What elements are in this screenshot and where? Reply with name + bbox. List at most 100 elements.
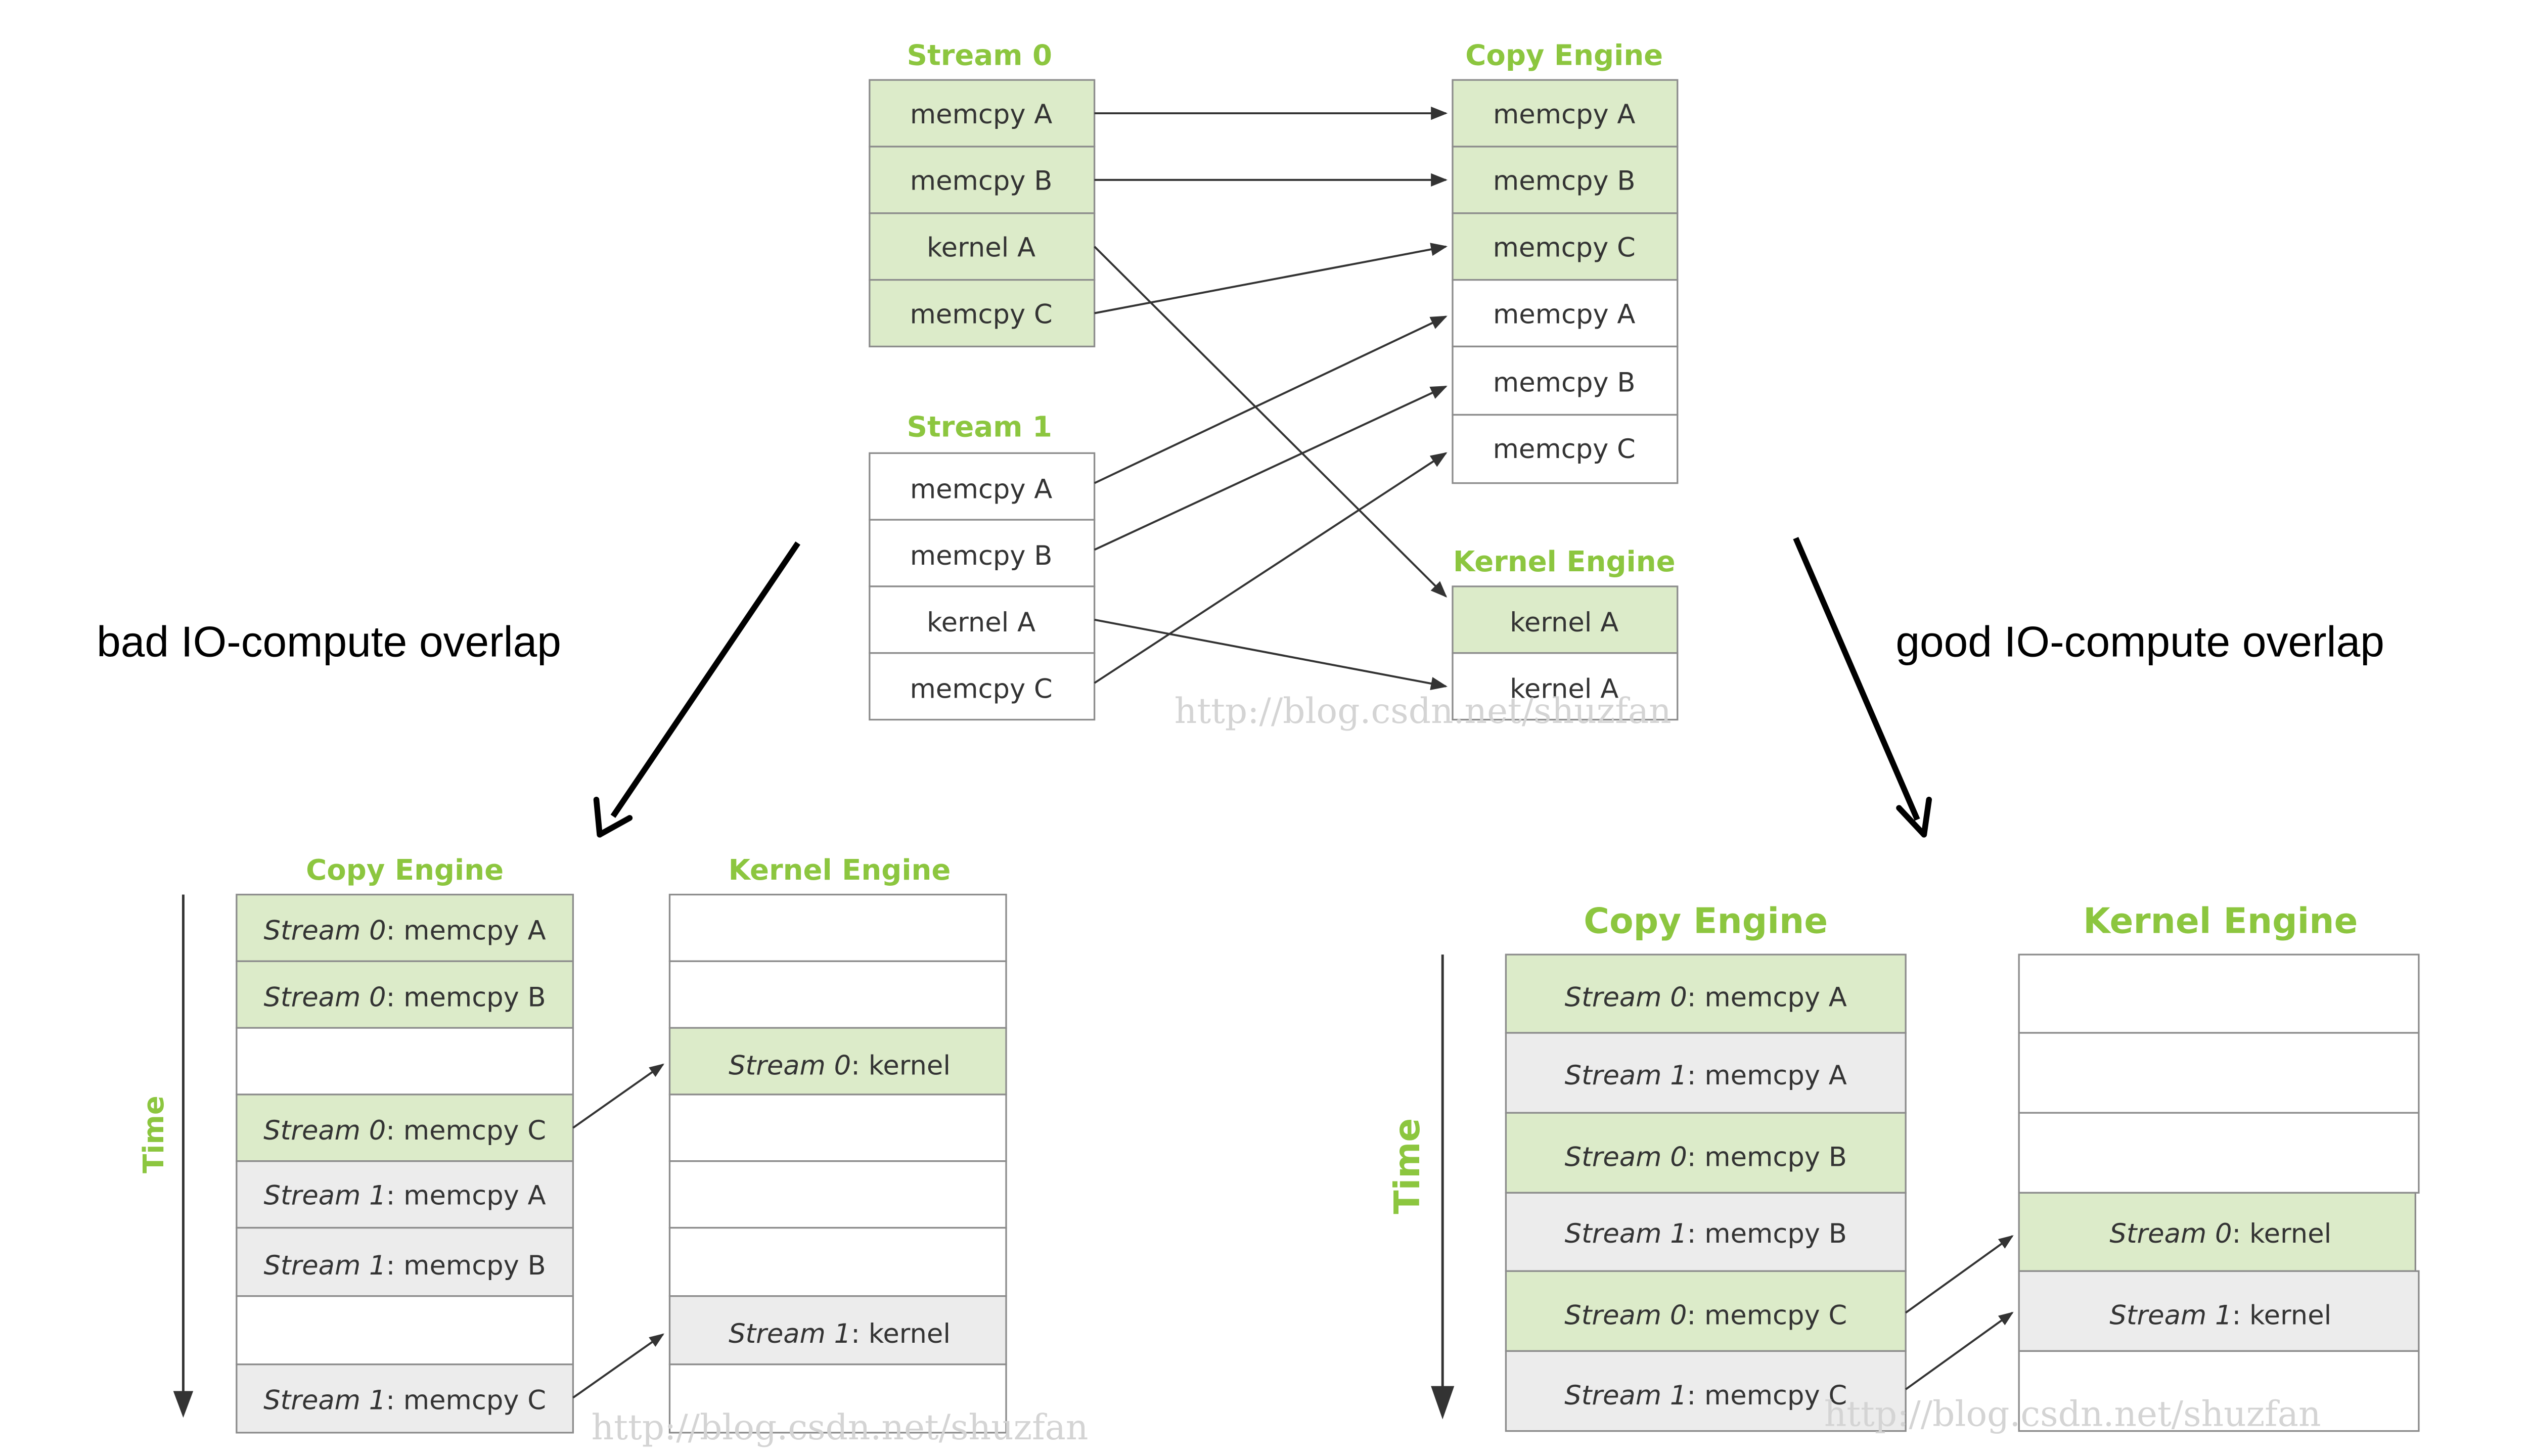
stream1-item-2: memcpy B — [910, 540, 1053, 571]
good-time-label: Time — [1387, 1118, 1428, 1214]
bad-copy-box-8 — [236, 1363, 574, 1434]
good-arrow-s1-kernel — [1905, 1311, 2014, 1390]
top-copy-item-3: memcpy C — [1493, 232, 1636, 263]
good-copy-row-6: Stream 1: memcpy C — [1564, 1380, 1847, 1411]
bad-arrow-s1-kernel — [572, 1333, 664, 1399]
watermark-bad: http://blog.csdn.net/shuzfan — [592, 1407, 1089, 1448]
bad-kernel-box-5 — [668, 1160, 1007, 1229]
top-kernel-engine-column: kernel A kernel A — [1452, 585, 1679, 721]
bad-copy-stream-6: Stream 1 — [263, 1250, 386, 1281]
good-kernel-stream-5: Stream 1 — [2109, 1300, 2232, 1331]
caption-good-overlap: good IO-compute overlap — [1895, 617, 2384, 666]
good-copy-box-6 — [1505, 1350, 1907, 1432]
good-arrows — [1905, 1235, 2014, 1390]
arrow-s1-memcpyC — [1094, 452, 1448, 684]
good-kernel-box-1 — [2018, 953, 2420, 1034]
good-time-axis: Time — [1387, 954, 1455, 1420]
good-copy-row-4: Stream 1: memcpy B — [1565, 1218, 1847, 1249]
bad-copy-op-6: : memcpy B — [386, 1250, 546, 1281]
good-kernel-column: Stream 0: kernel Stream 1: kernel — [2018, 953, 2420, 1432]
stream1-item-1: memcpy A — [910, 474, 1053, 505]
stream0-column: memcpy A memcpy B kernel A memcpy C — [869, 79, 1096, 348]
top-copy-item-4: memcpy A — [1493, 299, 1636, 330]
bad-kernel-stream-7: Stream 1 — [729, 1318, 851, 1349]
big-arrow-right — [1793, 537, 1932, 838]
stream1-item-4: memcpy C — [910, 674, 1052, 705]
bad-copy-column: Stream 0: memcpy A Stream 0: memcpy B St… — [236, 893, 574, 1434]
stream0-title: Stream 0 — [907, 39, 1052, 72]
good-kernel-box-3 — [2018, 1112, 2420, 1194]
good-kernel-op-5: : kernel — [2232, 1300, 2332, 1331]
stream1-title: Stream 1 — [907, 411, 1052, 443]
caption-bad-overlap: bad IO-compute overlap — [97, 617, 561, 666]
bad-kernel-engine-title: Kernel Engine — [729, 854, 951, 887]
stream1-box-4 — [869, 652, 1096, 721]
good-copy-op-3: : memcpy B — [1687, 1142, 1847, 1173]
bad-time-arrowhead — [173, 1391, 194, 1418]
good-copy-op-4: : memcpy B — [1687, 1218, 1847, 1249]
good-copy-box-4 — [1505, 1192, 1907, 1272]
bad-copy-op-5: : memcpy A — [386, 1180, 546, 1211]
bad-copy-box-1 — [236, 893, 574, 962]
bad-copy-row-5: Stream 1: memcpy A — [264, 1180, 546, 1211]
bad-kernel-row-7: Stream 1: kernel — [729, 1318, 951, 1349]
bad-copy-box-6 — [236, 1226, 574, 1297]
big-arrow-left — [593, 541, 800, 838]
bad-kernel-box-1 — [668, 893, 1007, 962]
stream1-column: memcpy A memcpy B kernel A memcpy C — [869, 452, 1096, 721]
top-copy-item-1: memcpy A — [1493, 99, 1636, 130]
watermark-good: http://blog.csdn.net/shuzfan — [1824, 1394, 2321, 1435]
big-arrow-right-shaft — [1793, 537, 1920, 821]
good-kernel-row-5: Stream 1: kernel — [2109, 1300, 2331, 1331]
bad-overlap-section: Copy Engine Kernel Engine Time Stream 0:… — [138, 854, 1089, 1448]
bad-copy-op-8: : memcpy C — [386, 1385, 546, 1416]
good-copy-row-3: Stream 0: memcpy B — [1565, 1142, 1847, 1173]
good-copy-row-1: Stream 0: memcpy A — [1565, 982, 1847, 1013]
top-copy-engine-title: Copy Engine — [1465, 39, 1663, 72]
bad-kernel-box-7 — [668, 1295, 1007, 1366]
top-copy-item-2: memcpy B — [1493, 166, 1636, 197]
bad-copy-stream-2: Stream 0 — [263, 982, 386, 1013]
top-kernel-box-2 — [1452, 652, 1679, 721]
bad-time-axis: Time — [138, 894, 194, 1418]
good-copy-engine-title: Copy Engine — [1584, 901, 1828, 941]
good-copy-stream-1: Stream 0 — [1565, 982, 1687, 1013]
good-copy-op-2: : memcpy A — [1687, 1060, 1847, 1091]
good-copy-stream-4: Stream 1 — [1565, 1218, 1687, 1249]
stream0-box-1 — [869, 79, 1096, 148]
watermark-top: http://blog.csdn.net/shuzfan — [1175, 691, 1672, 732]
good-copy-box-2 — [1505, 1032, 1907, 1114]
good-copy-op-1: : memcpy A — [1687, 982, 1847, 1013]
good-kernel-row-4: Stream 0: kernel — [2109, 1218, 2331, 1249]
good-time-arrowhead — [1431, 1386, 1455, 1420]
bad-kernel-op-3: : kernel — [851, 1050, 951, 1081]
top-kernel-item-2: kernel A — [1510, 674, 1618, 705]
bad-copy-op-4: : memcpy C — [386, 1115, 546, 1146]
top-copy-engine-column: memcpy A memcpy B memcpy C memcpy A memc… — [1452, 79, 1679, 484]
top-section: Stream 0 memcpy A memcpy B kernel A memc… — [869, 39, 1679, 721]
arrow-s1-memcpyA — [1094, 315, 1448, 484]
arrow-s1-memcpyB — [1094, 385, 1448, 551]
bad-kernel-box-4 — [668, 1094, 1007, 1162]
top-arrows — [1094, 106, 1448, 691]
bad-time-label: Time — [138, 1096, 170, 1173]
good-copy-box-5 — [1505, 1270, 1907, 1352]
top-kernel-engine-title: Kernel Engine — [1453, 545, 1676, 578]
stream0-item-3: kernel A — [927, 232, 1035, 263]
good-copy-box-3 — [1505, 1112, 1907, 1194]
good-copy-box-1 — [1505, 953, 1907, 1034]
bad-copy-row-6: Stream 1: memcpy B — [263, 1250, 546, 1281]
top-copy-box-3 — [1452, 212, 1679, 281]
bad-kernel-op-7: : kernel — [851, 1318, 951, 1349]
bad-copy-box-2 — [236, 960, 574, 1029]
bad-copy-stream-4: Stream 0 — [263, 1115, 386, 1146]
bad-kernel-box-8 — [668, 1363, 1007, 1434]
arrow-s1-kernelA — [1094, 618, 1448, 691]
bad-copy-stream-8: Stream 1 — [263, 1385, 386, 1416]
bad-copy-op-2: : memcpy B — [386, 982, 546, 1013]
bad-copy-op-1: : memcpy A — [386, 915, 546, 946]
good-copy-op-6: : memcpy C — [1687, 1380, 1847, 1411]
top-copy-item-5: memcpy B — [1493, 367, 1636, 398]
top-copy-box-2 — [1452, 146, 1679, 214]
